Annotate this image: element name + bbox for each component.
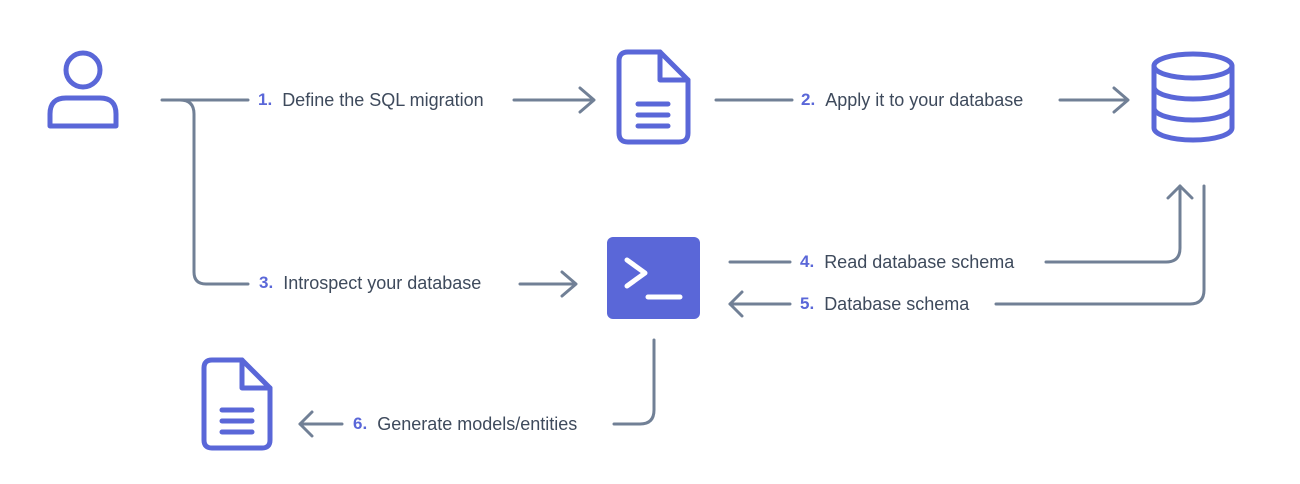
step-4-text: Read database schema — [824, 251, 1015, 272]
step-1-label: 1. Define the SQL migration — [258, 85, 484, 115]
migration-file-icon — [616, 49, 691, 145]
step-5-text: Database schema — [824, 293, 970, 314]
arrow-step-4 — [728, 184, 1194, 264]
step-6-text: Generate models/entities — [377, 413, 578, 434]
step-6-label: 6. Generate models/entities — [353, 409, 577, 439]
step-5-number: 5. — [800, 294, 815, 313]
step-5-label: 5. Database schema — [800, 289, 969, 319]
user-icon — [47, 50, 119, 129]
step-6-number: 6. — [353, 414, 368, 433]
step-1-text: Define the SQL migration — [282, 89, 484, 110]
arrow-step-1 — [160, 86, 596, 114]
database-icon — [1151, 51, 1235, 143]
step-1-number: 1. — [258, 90, 273, 109]
step-4-label: 4. Read database schema — [800, 247, 1014, 277]
step-4-number: 4. — [800, 252, 815, 271]
step-3-number: 3. — [259, 273, 274, 292]
arrow-step-6 — [298, 338, 656, 438]
arrow-step-2 — [714, 86, 1130, 114]
arrow-step-3 — [178, 98, 578, 298]
terminal-icon — [607, 237, 700, 319]
step-3-text: Introspect your database — [283, 272, 482, 293]
arrow-step-5 — [728, 184, 1206, 318]
step-2-label: 2. Apply it to your database — [801, 85, 1023, 115]
generated-file-icon — [201, 357, 273, 451]
step-2-number: 2. — [801, 90, 816, 109]
step-3-label: 3. Introspect your database — [259, 268, 481, 298]
step-2-text: Apply it to your database — [825, 89, 1024, 110]
